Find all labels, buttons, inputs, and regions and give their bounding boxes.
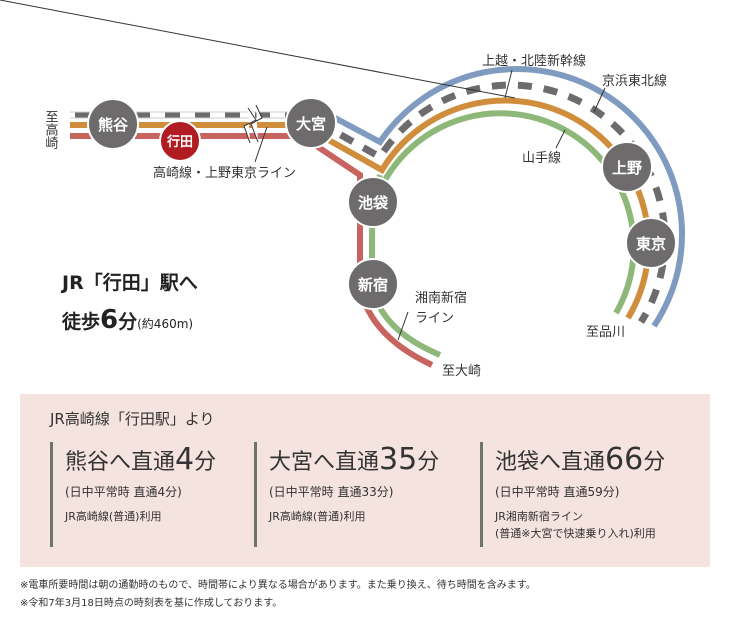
takasaki-line-label: 高崎線・上野東京ライン [153, 165, 296, 181]
route-map: 熊谷 行田 大宮 池袋 新宿 上野 東京 至高崎 高崎線・上野東京ライン 上越・… [0, 0, 686, 379]
station-ikebukuro[interactable]: 池袋 [347, 176, 399, 228]
route-use: JR高崎線(普通)利用 [269, 510, 366, 523]
route-minutes: 4 [175, 442, 195, 477]
shonan-shinjuku-label: 湘南新宿 [415, 290, 467, 306]
walk-distance: (約460m) [137, 317, 194, 331]
route-unit: 分 [194, 450, 217, 475]
station-shinjuku[interactable]: 新宿 [347, 258, 399, 310]
keihin-tohoku-line [318, 66, 686, 328]
station-label: 東京 [636, 235, 666, 253]
walk-unit: 分 [118, 311, 138, 333]
panel-title: JR高崎線「行田駅」より [50, 410, 215, 428]
leader-line [397, 311, 409, 341]
station-kumagaya[interactable]: 熊谷 [87, 98, 139, 150]
station-label: 新宿 [358, 276, 388, 294]
break-mark [243, 104, 263, 144]
route-unit: 分 [417, 450, 440, 475]
route-sub: (日中平常時 直通33分) [269, 485, 394, 499]
to-osaki-label: 至大崎 [442, 364, 481, 379]
leader-line [504, 69, 513, 99]
walk-minutes: 6 [100, 305, 119, 335]
leader-line [593, 87, 606, 113]
route-use: JR湘南新宿ライン [495, 510, 583, 523]
access-panel: JR高崎線「行田駅」より 熊谷へ直通4分 (日中平常時 直通4分) JR高崎線(… [20, 394, 710, 567]
to-shinagawa-label: 至品川 [586, 325, 625, 340]
station-label: 大宮 [296, 115, 326, 133]
station-label: 上野 [612, 159, 642, 177]
station-gyoda[interactable]: 行田 [159, 120, 201, 162]
leader-line [555, 129, 566, 149]
yamanote-line [369, 110, 637, 358]
station-omiya[interactable]: 大宮 [285, 97, 337, 149]
station-label: 池袋 [358, 194, 389, 212]
route-omiya: 大宮へ直通35分 (日中平常時 直通33分) JR高崎線(普通)利用 [254, 442, 439, 547]
route-sub: (日中平常時 直通4分) [65, 485, 182, 499]
route-dest: 池袋へ直通 [495, 450, 606, 475]
leader-line [254, 126, 268, 163]
walk-destination: JR「行田」駅へ [62, 272, 198, 294]
footnote: ※電車所要時間は朝の通勤時のもので、時間帯により異なる場合があります。また乗り換… [20, 580, 536, 591]
station-label: 熊谷 [98, 116, 129, 134]
shinkansen-label: 上越・北陸新幹線 [482, 53, 586, 69]
route-ikebukuro: 池袋へ直通66分 (日中平常時 直通59分) JR湘南新宿ライン (普通※大宮で快… [480, 442, 665, 547]
route-unit: 分 [643, 450, 666, 475]
route-dest: 大宮へ直通 [269, 450, 380, 475]
route-use: JR高崎線(普通)利用 [65, 510, 162, 523]
station-label: 行田 [166, 134, 193, 150]
route-kumagaya: 熊谷へ直通4分 (日中平常時 直通4分) JR高崎線(普通)利用 [50, 442, 216, 547]
footnote: ※令和7年3月18日時点の時刻表を基に作成しております。 [20, 598, 283, 609]
station-tokyo[interactable]: 東京 [625, 217, 677, 269]
route-use-2: (普通※大宮で快速乗り入れ)利用 [495, 527, 656, 540]
route-minutes: 66 [605, 442, 644, 477]
to-takasaki-label: 至高崎 [43, 110, 59, 149]
route-minutes: 35 [379, 442, 418, 477]
leader-line [0, 0, 516, 99]
walk-time: 徒歩6分(約460m) [62, 305, 193, 335]
route-sub: (日中平常時 直通59分) [495, 485, 620, 499]
keihin-tohoku-label: 京浜東北線 [602, 73, 667, 89]
shonan-shinjuku-label-2: ライン [415, 311, 454, 326]
walk-prefix: 徒歩 [62, 311, 101, 333]
station-ueno[interactable]: 上野 [601, 141, 653, 193]
yamanote-label: 山手線 [522, 150, 561, 166]
route-dest: 熊谷へ直通 [65, 450, 176, 475]
